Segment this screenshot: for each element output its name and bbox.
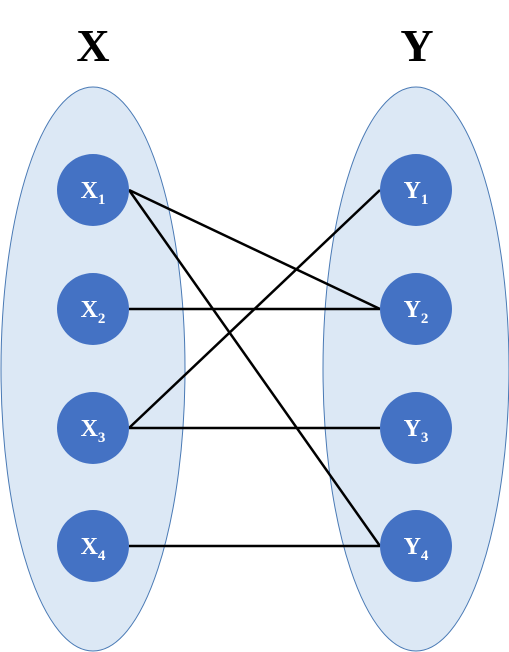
set-y-title: Y — [400, 20, 433, 71]
set-y-node-y1: Y1 — [380, 154, 452, 226]
set-x-node-x2: X2 — [57, 273, 129, 345]
node-label-subscript: 2 — [98, 311, 106, 327]
node-label-subscript: 1 — [421, 192, 429, 208]
node-circle-x1 — [57, 154, 129, 226]
node-label-x1: X1 — [81, 178, 106, 208]
node-label-base: Y — [404, 178, 421, 204]
node-label-subscript: 1 — [98, 192, 106, 208]
node-label-y1: Y1 — [404, 178, 429, 208]
set-y-node-y3: Y3 — [380, 392, 452, 464]
node-label-x4: X4 — [81, 534, 106, 564]
node-label-subscript: 3 — [98, 430, 106, 446]
node-label-base: Y — [404, 297, 421, 323]
node-label-y2: Y2 — [404, 297, 429, 327]
node-label-x2: X2 — [81, 297, 106, 327]
node-circle-y4 — [380, 510, 452, 582]
node-label-base: X — [81, 297, 99, 323]
node-circle-y3 — [380, 392, 452, 464]
node-label-base: Y — [404, 416, 421, 442]
node-label-x3: X3 — [81, 416, 106, 446]
node-label-y3: Y3 — [404, 416, 429, 446]
edge-x1-y4 — [127, 189, 382, 547]
set-x-node-x3: X3 — [57, 392, 129, 464]
node-circle-x3 — [57, 392, 129, 464]
edge-x1-y2 — [128, 188, 381, 311]
node-label-subscript: 4 — [98, 548, 106, 564]
node-label-subscript: 2 — [421, 311, 429, 327]
node-label-subscript: 3 — [421, 430, 429, 446]
node-circle-x2 — [57, 273, 129, 345]
node-label-base: X — [81, 534, 99, 560]
set-x-node-x1: X1 — [57, 154, 129, 226]
node-label-subscript: 4 — [421, 548, 429, 564]
edges-layer — [127, 188, 382, 548]
node-label-base: X — [81, 178, 99, 204]
set-y-node-y2: Y2 — [380, 273, 452, 345]
set-y-node-y4: Y4 — [380, 510, 452, 582]
node-label-base: X — [81, 416, 99, 442]
edge-x3-y1 — [128, 189, 381, 429]
set-x-ellipse — [0, 86, 186, 652]
set-y-ellipse — [322, 86, 509, 652]
node-circle-y2 — [380, 273, 452, 345]
node-label-base: Y — [404, 534, 421, 560]
node-circle-y1 — [380, 154, 452, 226]
set-x-node-x4: X4 — [57, 510, 129, 582]
node-circle-x4 — [57, 510, 129, 582]
node-label-y4: Y4 — [404, 534, 429, 564]
set-x-title: X — [76, 20, 109, 71]
